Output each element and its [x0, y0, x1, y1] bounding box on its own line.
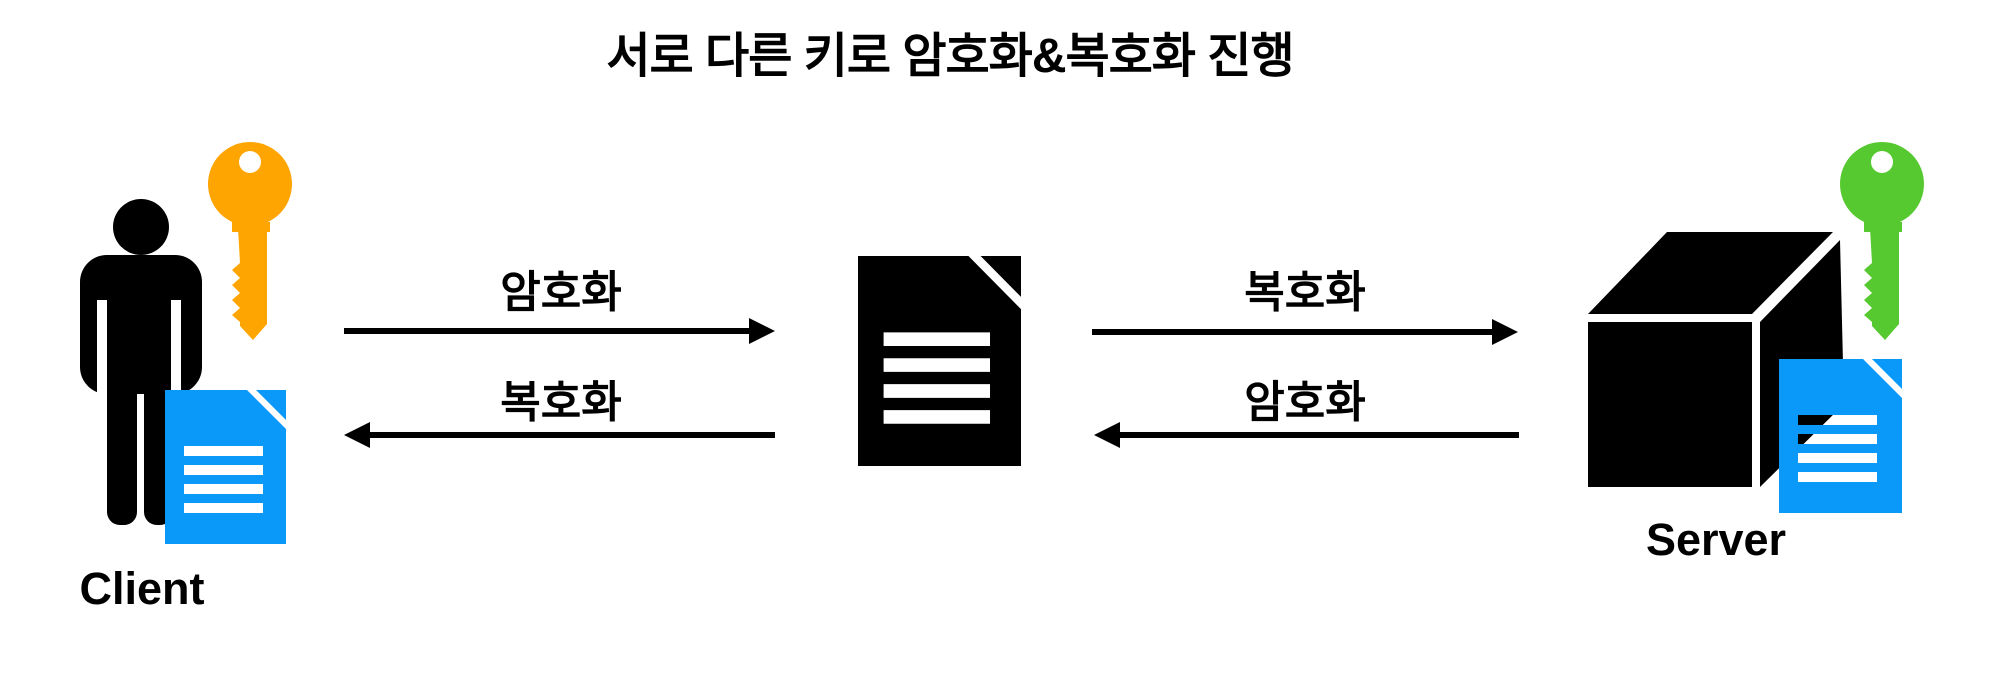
- diagram-title: 서로 다른 키로 암호화&복호화 진행: [606, 30, 1294, 83]
- decrypt-label-left: 복호화: [500, 378, 622, 427]
- arrow-doc-to-client: [344, 422, 775, 448]
- encrypt-label-left: 암호화: [500, 268, 622, 317]
- person-icon: [80, 199, 202, 525]
- client-key-icon: [208, 142, 292, 340]
- server-key-icon: [1840, 142, 1924, 340]
- encrypt-label-right: 암호화: [1244, 378, 1366, 427]
- client-document-icon: [165, 390, 286, 544]
- client-label: Client: [79, 563, 205, 614]
- arrow-client-to-doc: [344, 318, 775, 344]
- decrypt-label-right: 복호화: [1244, 268, 1366, 317]
- message-document-icon: [858, 256, 1021, 466]
- server-document-icon: [1779, 359, 1902, 513]
- server-label: Server: [1645, 514, 1787, 565]
- arrow-doc-to-server: [1092, 319, 1518, 345]
- arrow-server-to-doc: [1094, 422, 1519, 448]
